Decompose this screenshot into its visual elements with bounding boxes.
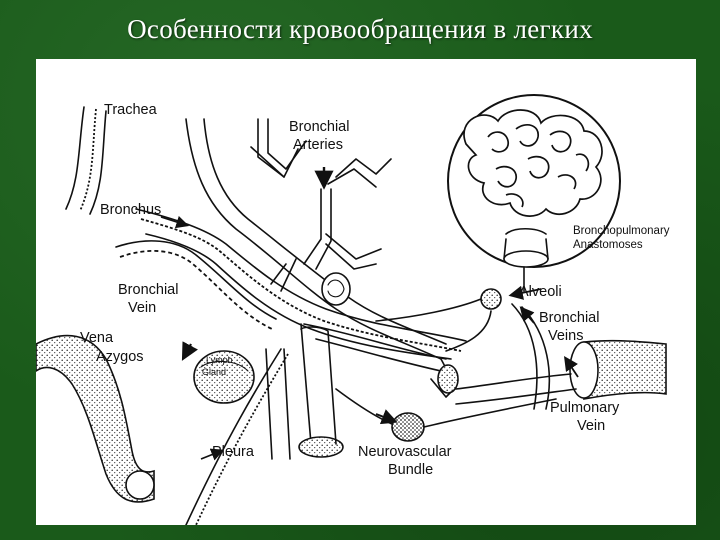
bronchial-vein-shape — [115, 240, 277, 330]
pleura-arrow — [200, 448, 224, 461]
label-alveoli: Alveoli — [519, 284, 562, 300]
label-vena-azygos-2: Azygos — [96, 349, 144, 365]
label-neurovascular-1: Neurovascular — [358, 444, 452, 460]
label-bronchial-arteries-2: Arteries — [293, 137, 343, 153]
lymph-gland-shape — [193, 350, 255, 404]
label-pleura: Pleura — [212, 444, 255, 460]
alveoli-cluster — [463, 109, 603, 217]
pulmonary-trunk-shape — [185, 118, 447, 360]
alveolar-vessel — [375, 266, 525, 352]
central-vessel-shape — [265, 323, 344, 460]
bronchial-arteries-tree — [250, 118, 392, 292]
pulmonary-vein-shape — [455, 339, 667, 405]
bronchus-shape — [135, 208, 467, 360]
label-bronchopulmonary-2: Anastomoses — [573, 239, 643, 251]
label-bronchial-veins-1: Bronchial — [539, 310, 599, 326]
neurovascular-arrow — [375, 409, 398, 425]
label-vena-azygos-1: Vena — [80, 330, 114, 346]
trachea-shape — [65, 106, 107, 215]
pulmonary-vein-arrow — [564, 356, 579, 378]
label-pulmonary-vein-2: Vein — [577, 418, 605, 434]
label-bronchus: Bronchus — [100, 202, 161, 218]
label-bronchial-veins-2: Veins — [548, 328, 583, 344]
alveoli-arrow — [508, 285, 542, 300]
pulmonary-artery-branch — [303, 323, 459, 398]
label-lymph-gland-1: Lymph — [206, 355, 233, 365]
bronchial-veins-arrow — [519, 306, 535, 324]
bronchus-arrow — [160, 215, 190, 229]
vena-azygos-shape — [36, 334, 155, 503]
label-neurovascular-2: Bundle — [388, 462, 433, 478]
alveoli-inset — [447, 94, 621, 268]
lung-circulation-figure: Trachea Bronchial Arteries Bronchus Bron… — [36, 59, 696, 525]
label-trachea: Trachea — [104, 102, 158, 118]
label-pulmonary-vein-1: Pulmonary — [550, 400, 620, 416]
label-bronchial-arteries-1: Bronchial — [289, 119, 349, 135]
label-bronchopulmonary-1: Bronchopulmonary — [573, 225, 670, 237]
label-lymph-gland-2: Gland — [202, 367, 226, 377]
lung-circulation-diagram: Trachea Bronchial Arteries Bronchus Bron… — [36, 94, 670, 525]
bronchial-junction — [321, 272, 351, 306]
pleura-shape — [185, 348, 289, 525]
label-bronchial-vein-1: Bronchial — [118, 282, 178, 298]
slide-title: Особенности кровообращения в легких — [127, 14, 593, 44]
label-bronchial-vein-2: Vein — [128, 300, 156, 316]
lymph-arrow — [181, 341, 199, 361]
